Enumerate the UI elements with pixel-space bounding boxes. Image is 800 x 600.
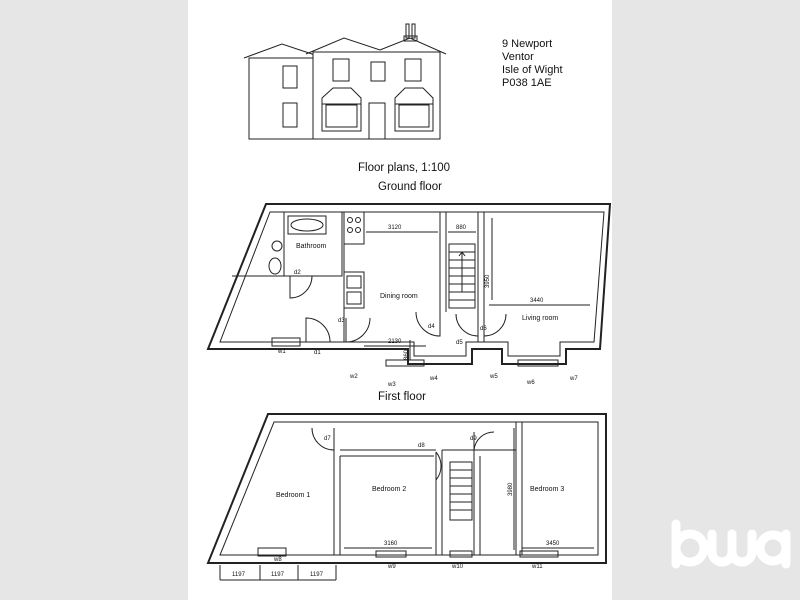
tag-d1: d1 <box>314 350 321 356</box>
tag-w11: w11 <box>531 564 543 570</box>
address-line-1: 9 Newport <box>502 38 553 50</box>
dim-dining-width: 2130 <box>388 339 402 345</box>
ground-floor-plan <box>206 203 612 367</box>
dim-living-width: 3440 <box>530 298 544 304</box>
tag-w7: w7 <box>569 376 578 382</box>
tag-w5: w5 <box>489 374 498 380</box>
tag-d7: d7 <box>324 436 331 442</box>
dim-seg-1: 1197 <box>232 572 246 578</box>
room-bathroom-label: Bathroom <box>296 243 327 250</box>
tag-w6: w6 <box>526 380 535 386</box>
dim-bed2-width: 3160 <box>384 541 398 547</box>
tag-d6: d6 <box>480 326 487 332</box>
tag-d4: d4 <box>428 324 435 330</box>
bwa-logo <box>671 519 791 569</box>
tag-w4: w4 <box>429 376 438 382</box>
room-dining-label: Dining room <box>380 293 418 300</box>
dim-hall-width: 880 <box>456 225 467 231</box>
tag-w3: w3 <box>387 382 396 388</box>
dim-bed3-width: 3450 <box>546 541 560 547</box>
tag-d3: d3 <box>338 318 345 324</box>
dim-seg-2: 1197 <box>271 572 285 578</box>
tag-w8: w8 <box>273 557 282 563</box>
house-elevation <box>243 23 447 140</box>
tag-d9: d9 <box>470 436 477 442</box>
tag-d2: d2 <box>294 270 301 276</box>
dim-kitchen-width: 3120 <box>388 225 402 231</box>
first-floor-heading: First floor <box>378 391 426 403</box>
dim-bay-depth: 860 <box>404 349 410 360</box>
address-block: 9 Newport Ventor Isle of Wight P038 1AE <box>502 38 563 90</box>
tag-w9: w9 <box>387 564 396 570</box>
tag-d5: d5 <box>456 340 463 346</box>
room-living-label: Living room <box>522 315 558 322</box>
plans-heading: Floor plans, 1:100 <box>358 162 451 174</box>
room-bedroom1-label: Bedroom 1 <box>276 492 310 499</box>
first-floor-plan <box>206 413 607 581</box>
tag-w1: w1 <box>277 349 286 355</box>
dim-bed3-height: 3980 <box>508 482 514 496</box>
room-bedroom2-label: Bedroom 2 <box>372 486 406 493</box>
dim-living-height: 3950 <box>485 274 491 288</box>
tag-w2: w2 <box>349 374 358 380</box>
room-bedroom3-label: Bedroom 3 <box>530 486 564 493</box>
address-line-4: P038 1AE <box>502 77 552 89</box>
tag-w10: w10 <box>451 564 464 570</box>
tag-d8: d8 <box>418 443 425 449</box>
dim-seg-3: 1197 <box>310 572 324 578</box>
address-line-3: Isle of Wight <box>502 64 563 76</box>
address-line-2: Ventor <box>502 51 534 63</box>
ground-floor-heading: Ground floor <box>378 181 442 193</box>
